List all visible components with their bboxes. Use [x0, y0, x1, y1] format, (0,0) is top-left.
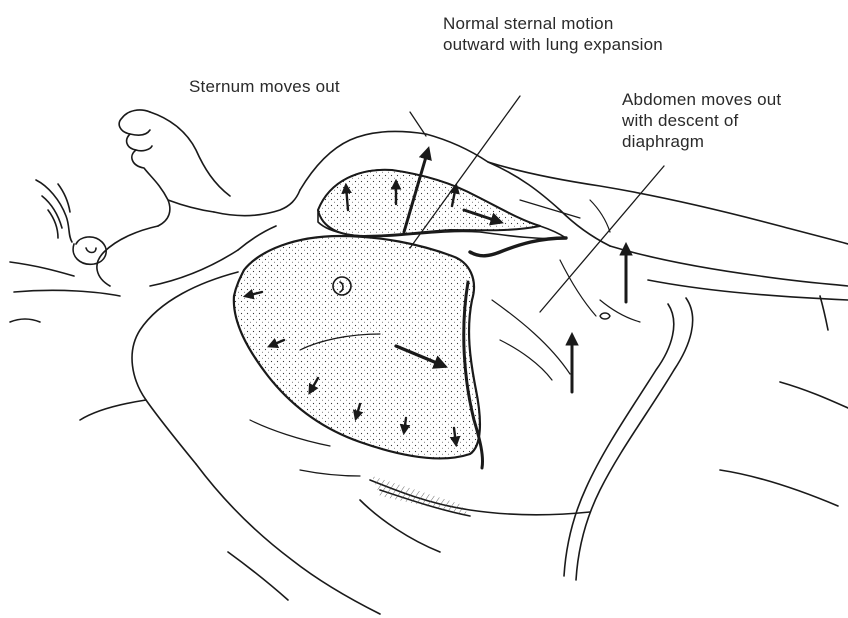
abdomen-label: Abdomen moves out with descent of diaphr… [622, 89, 781, 152]
shoulder-outline [214, 190, 300, 250]
abdomen-label-line1: Abdomen moves out [622, 89, 781, 110]
umbilicus-mark [600, 313, 610, 319]
upper-lung-window [318, 170, 540, 236]
sternal-edge-lines [464, 238, 566, 468]
lung-window [234, 236, 480, 458]
ear-outline [73, 237, 106, 264]
abdomen-label-line3: diaphragm [622, 131, 781, 152]
pillow-outline [10, 262, 120, 322]
waistband-outline [564, 298, 848, 580]
sternum-label-text: Sternum moves out [189, 76, 340, 97]
head-outline [97, 110, 238, 286]
sternum-label: Sternum moves out [189, 76, 340, 97]
hip-hatching [372, 476, 470, 516]
abdomen-label-line2: with descent of [622, 110, 781, 131]
hair-outline [36, 180, 72, 242]
normal-sternal-motion-label: Normal sternal motion outward with lung … [443, 13, 663, 55]
normal-label-line2: outward with lung expansion [443, 34, 663, 55]
normal-label-line1: Normal sternal motion [443, 13, 663, 34]
